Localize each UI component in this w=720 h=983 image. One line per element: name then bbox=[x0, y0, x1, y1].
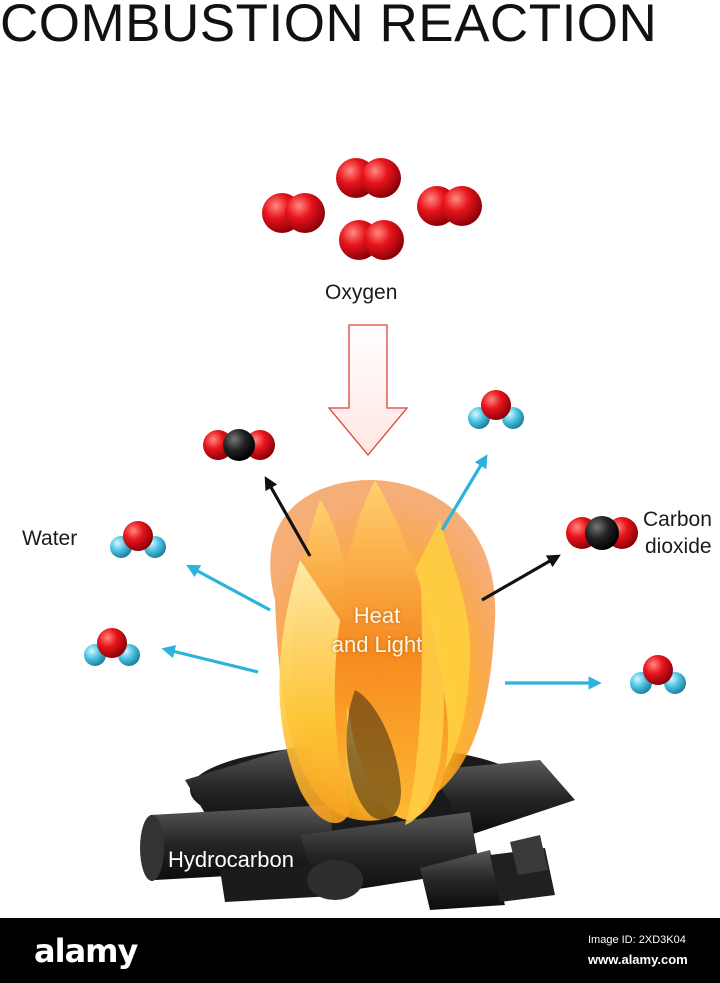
arrow-to-co2-right bbox=[481, 554, 561, 602]
water-molecule bbox=[468, 390, 524, 429]
arrow-to-water-left-upper bbox=[186, 564, 271, 612]
hydrocarbon-label: Hydrocarbon bbox=[168, 847, 294, 872]
arrow-to-water-left-lower bbox=[161, 645, 259, 674]
water-molecule bbox=[630, 655, 686, 694]
arrow-to-water-top-right bbox=[440, 454, 488, 531]
arrow-to-co2-top-left bbox=[264, 476, 312, 557]
water-molecule bbox=[110, 521, 166, 558]
combustion-diagram bbox=[84, 158, 686, 910]
oxygen-molecule bbox=[417, 186, 482, 226]
alamy-logo: alamy bbox=[34, 932, 138, 970]
oxygen-label: Oxygen bbox=[325, 281, 398, 304]
carbon-dioxide-molecule bbox=[566, 516, 638, 550]
oxygen-molecule bbox=[339, 220, 404, 260]
footer-bar: alamy Image ID: 2XD3K04 www.alamy.com bbox=[0, 918, 720, 983]
oxygen-molecule bbox=[262, 193, 325, 233]
carbon-dioxide-molecule bbox=[203, 429, 275, 461]
diagram-title: COMBUSTION REACTION bbox=[0, 0, 658, 52]
carbon-dioxide-label-line2: dioxide bbox=[645, 535, 712, 558]
carbon-dioxide-label-line1: Carbon bbox=[643, 508, 712, 531]
flame bbox=[270, 480, 496, 825]
image-id: Image ID: 2XD3K04 bbox=[588, 934, 686, 946]
heat-and-light-line2: and Light bbox=[331, 632, 423, 657]
oxygen-inflow-arrow bbox=[327, 324, 409, 457]
heat-and-light-line1: Heat bbox=[353, 603, 401, 628]
oxygen-molecule bbox=[336, 158, 401, 198]
water-label: Water bbox=[22, 527, 78, 550]
water-molecule bbox=[84, 628, 140, 666]
site-url: www.alamy.com bbox=[588, 952, 688, 967]
